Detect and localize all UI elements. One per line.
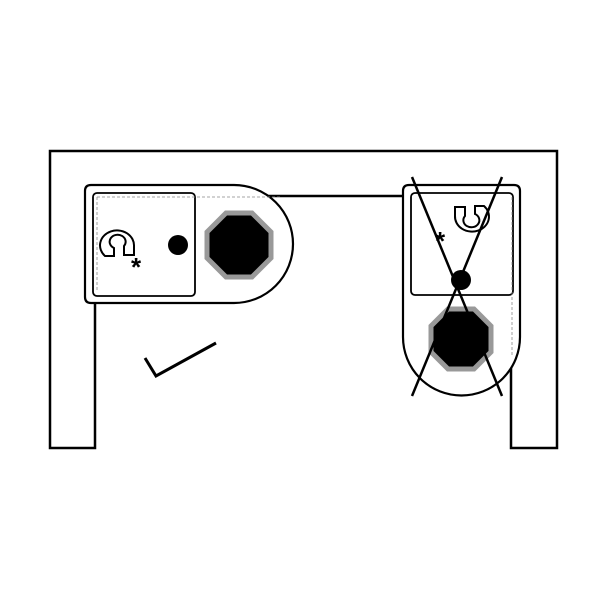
cross-icon [410, 176, 504, 397]
asterisk-icon: * [435, 226, 446, 256]
dashed-guide [96, 196, 280, 292]
correct-orientation-part: * [83, 183, 295, 305]
frame-outline [48, 149, 559, 450]
checkmark-icon [143, 341, 217, 379]
dowel-hole [168, 235, 188, 255]
frame [48, 149, 559, 450]
octagon-cam [204, 210, 274, 280]
incorrect-orientation-part: * [401, 176, 522, 397]
rotate-arrow-icon [453, 205, 490, 233]
inner-panel [92, 192, 196, 297]
rotate-arrow-icon [99, 229, 136, 257]
asterisk-icon: * [131, 252, 142, 282]
octagon-cam [428, 306, 494, 372]
